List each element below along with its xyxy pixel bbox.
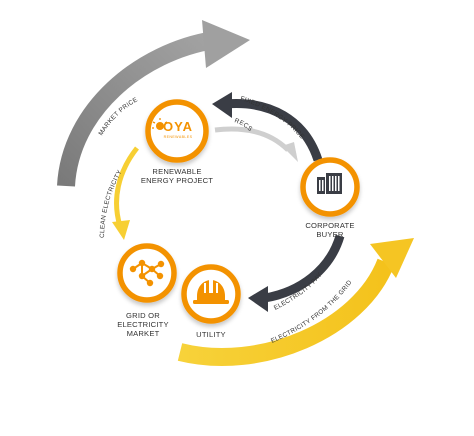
fixed-energy-price-arrow [212,92,323,162]
node-label-line1: UTILITY [196,330,226,339]
node-label-line2: BUYER [316,230,343,239]
electricity-payment-arrow [248,234,345,312]
building-icon [317,173,342,194]
node-grid-electricity-market: GRID OR ELECTRICITY MARKET [117,243,177,338]
node-label-line2: ELECTRICITY [117,320,169,329]
logo-word: OYA [163,119,193,134]
node-label-line2: ENERGY PROJECT [141,176,213,185]
market-price-arrow [57,20,250,187]
recs-arrow [214,126,298,162]
network-icon [129,259,165,287]
clean-electricity-arrow [112,146,139,240]
node-label-line1: CORPORATE [305,221,354,230]
hard-hat-icon [193,280,229,304]
node-label-line1: GRID OR [126,311,160,320]
node-utility: UTILITY [181,264,241,339]
sun-icon [152,118,168,130]
electricity-from-grid-arrow [177,238,414,366]
node-label-line1: RENEWABLE [152,167,201,176]
fixed-energy-price-label: FIXED ENERGY PRICE [239,95,305,140]
node-label-line3: MARKET [127,329,160,338]
node-corporate-buyer: CORPORATE BUYER [300,157,360,239]
logo-subtitle: RENEWABLES [164,135,193,139]
oya-logo: OYA RENEWABLES [152,118,193,139]
node-renewable-energy-project: OYA RENEWABLES RENEWABLE ENERGY PROJECT [141,99,213,185]
